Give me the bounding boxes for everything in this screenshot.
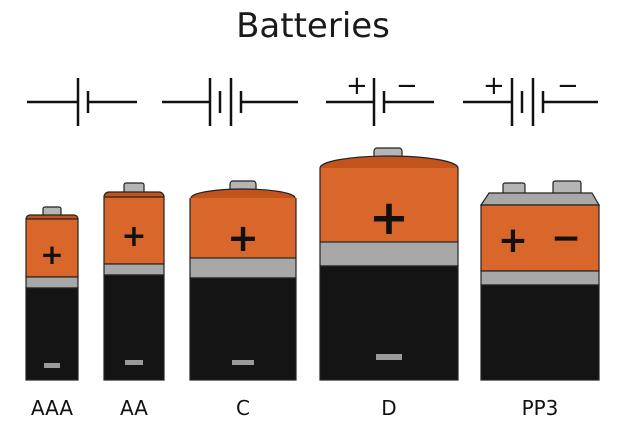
battery-plus-sign: + [40, 238, 63, 271]
battery-label-aaa: AAA [31, 396, 73, 420]
symbol-plus-sign: + [483, 71, 505, 101]
symbol-minus-sign: − [557, 71, 579, 101]
battery-plus-sign: + [498, 220, 528, 261]
symbol-minus-sign: − [396, 71, 418, 101]
battery-plus-sign: + [227, 216, 259, 260]
minus-bar [44, 363, 60, 368]
battery-label-d: D [381, 396, 396, 420]
battery-label-c: C [236, 396, 250, 420]
symbol-single-cell-polarity: + − [326, 71, 434, 126]
symbol-single-cell [27, 78, 137, 126]
battery-label-aa: AA [120, 396, 148, 420]
battery-label-pp3: PP3 [522, 396, 559, 420]
battery-d [319, 147, 459, 381]
battery-plus-sign: + [121, 219, 146, 254]
minus-bar [376, 354, 402, 360]
page-title: Batteries [236, 6, 390, 46]
symbol-two-cell [162, 78, 298, 126]
symbol-plus-sign: + [346, 71, 368, 101]
battery-aa [103, 182, 165, 381]
battery-plus-sign: + [369, 190, 409, 246]
minus-bar [232, 360, 254, 365]
battery-aaa [25, 206, 79, 381]
battery-minus-sign: − [551, 218, 581, 259]
minus-bar [125, 360, 143, 365]
battery-pp3 [479, 180, 601, 381]
battery-c [189, 180, 297, 381]
symbol-multi-cell-polarity: + − [463, 71, 598, 126]
